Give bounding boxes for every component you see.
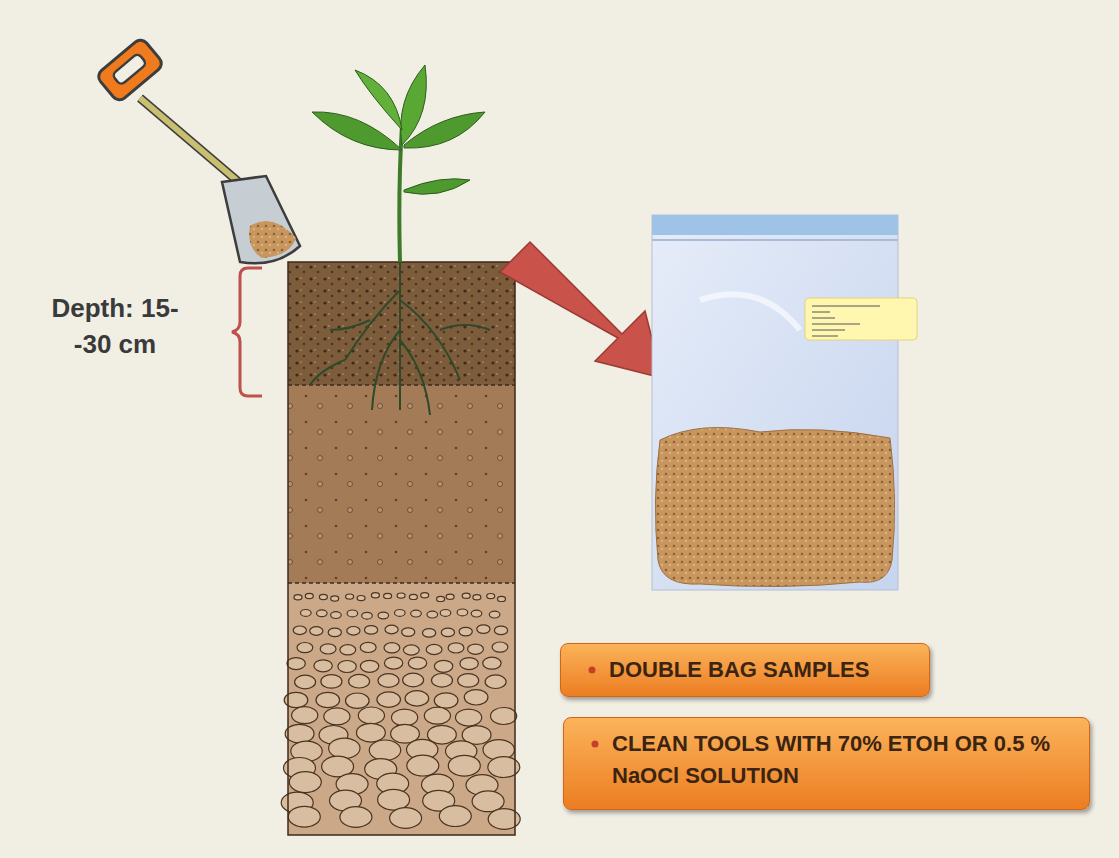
instruction-text: CLEAN TOOLS WITH 70% ETOH OR 0.5 % NaOCl… <box>612 728 1073 792</box>
bullet-dot <box>564 718 604 758</box>
instruction-box: CLEAN TOOLS WITH 70% ETOH OR 0.5 % NaOCl… <box>563 717 1090 810</box>
instruction-box: DOUBLE BAG SAMPLES <box>560 643 930 697</box>
depth-label: Depth: 15--30 cm <box>40 290 190 362</box>
instruction-text: DOUBLE BAG SAMPLES <box>609 654 913 686</box>
bullet-dot <box>561 644 601 684</box>
